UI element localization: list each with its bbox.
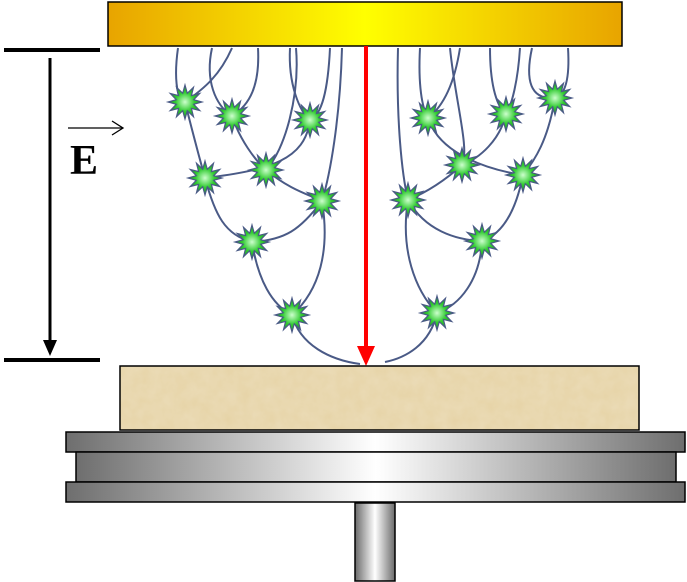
spark-icon [408,98,448,138]
spark-icon [165,82,205,122]
spark-icon [185,158,225,198]
field-lines [175,47,570,365]
spark-icon [272,295,312,335]
spark-icon [290,100,330,140]
spark-icon [503,155,543,195]
plasma-particles [165,78,575,335]
spark-icon [462,221,502,261]
spark-icon [486,94,526,134]
gap-distance-indicator [4,48,100,362]
electric-field-label: E [70,138,99,184]
spark-icon [232,222,272,262]
spark-icon [535,78,575,118]
spark-icon [388,180,428,220]
spark-icon [442,145,482,185]
spark-icon [246,150,286,190]
top-electrode [107,1,623,47]
stage-support-rod [354,502,396,582]
plasma-jet-arrow [357,46,375,366]
sample-stage [65,431,686,582]
spark-icon [212,96,252,136]
substrate [119,365,640,431]
spark-icon [302,181,342,221]
spark-icon [417,293,457,333]
right-arrow-icon [68,120,125,136]
